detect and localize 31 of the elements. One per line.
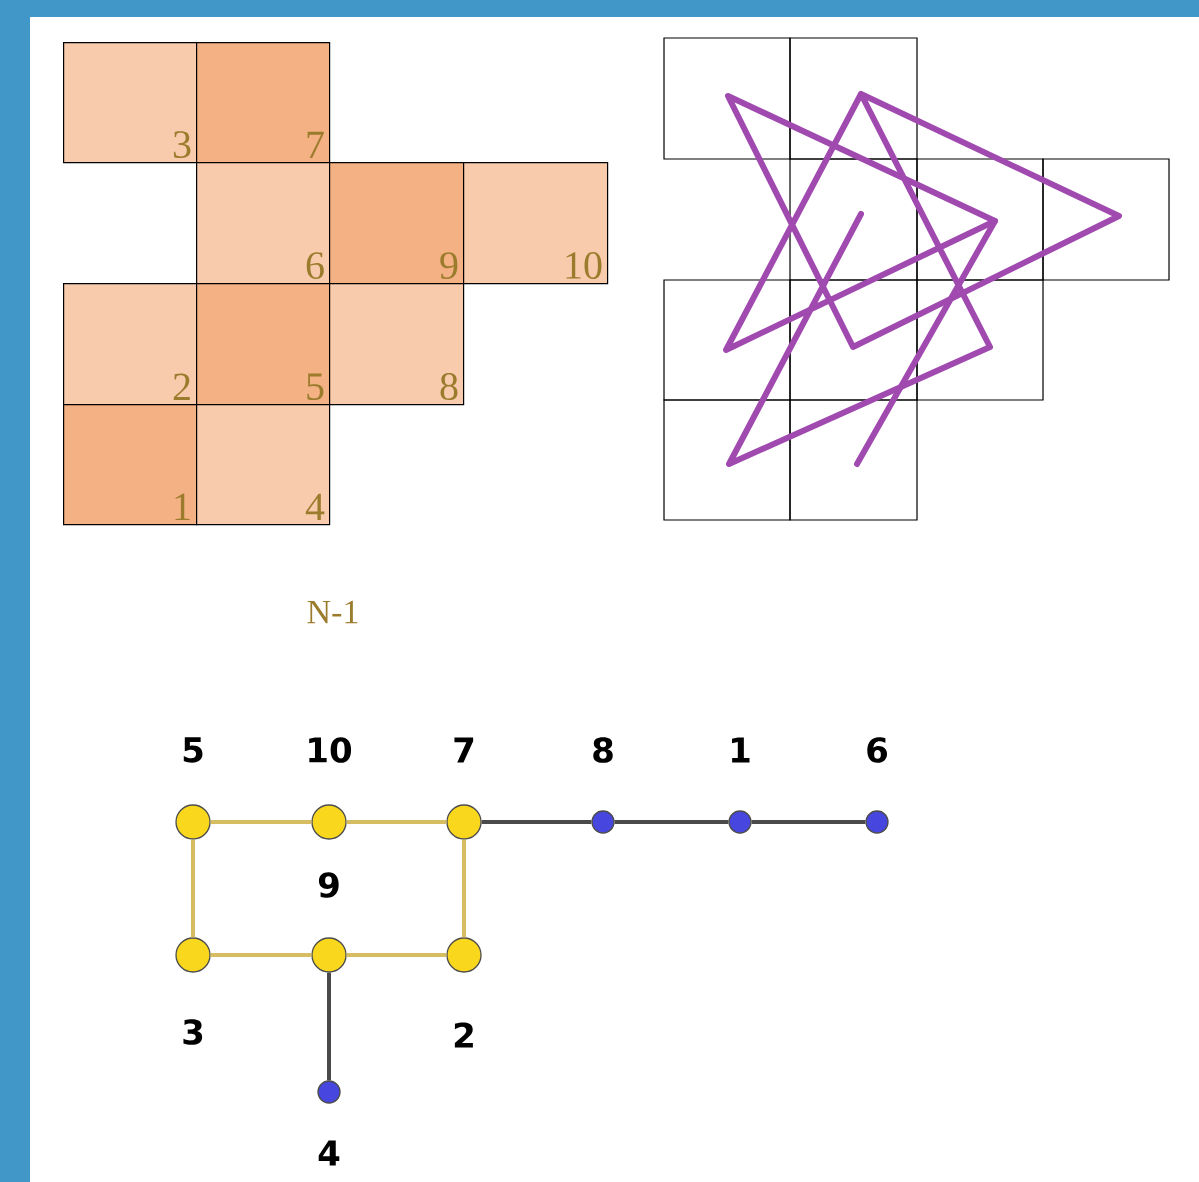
vertex-number: 5 [183,737,203,763]
grid-cell: 10 [463,162,609,285]
graph-edge [751,820,866,824]
graph-edge [210,953,312,957]
vertex-number: 9 [318,872,339,898]
grid-cell: 8 [329,283,465,406]
vertex-number: 8 [593,737,613,763]
grid-cell: 4 [196,404,331,526]
vertex-number: 7 [454,737,474,763]
vertex-number: 2 [454,1022,473,1048]
graph-edge [462,839,466,938]
graph-edge [210,820,312,824]
graph-edge [191,839,195,938]
grid-cell: 3 [63,42,198,164]
graph-edge [346,953,447,957]
vertex-number: 4 [318,1140,340,1166]
figure-label: N-1 [307,600,358,624]
graph-edge [481,820,592,824]
grid-cell: 1 [63,404,198,526]
grid-cell: 9 [329,162,465,285]
grid-cell: 2 [63,283,198,406]
vertex-number: 6 [867,737,887,763]
vertex-number: 10 [309,737,352,763]
grid-cell: 7 [196,42,331,164]
graph-edge [614,820,729,824]
grid-cell: 6 [196,162,331,285]
graph-edge [327,972,331,1081]
vertex-number: 3 [183,1019,203,1045]
grid-cell: 5 [196,283,331,406]
vertex-number: 1 [732,737,750,763]
graph-edge [346,820,447,824]
